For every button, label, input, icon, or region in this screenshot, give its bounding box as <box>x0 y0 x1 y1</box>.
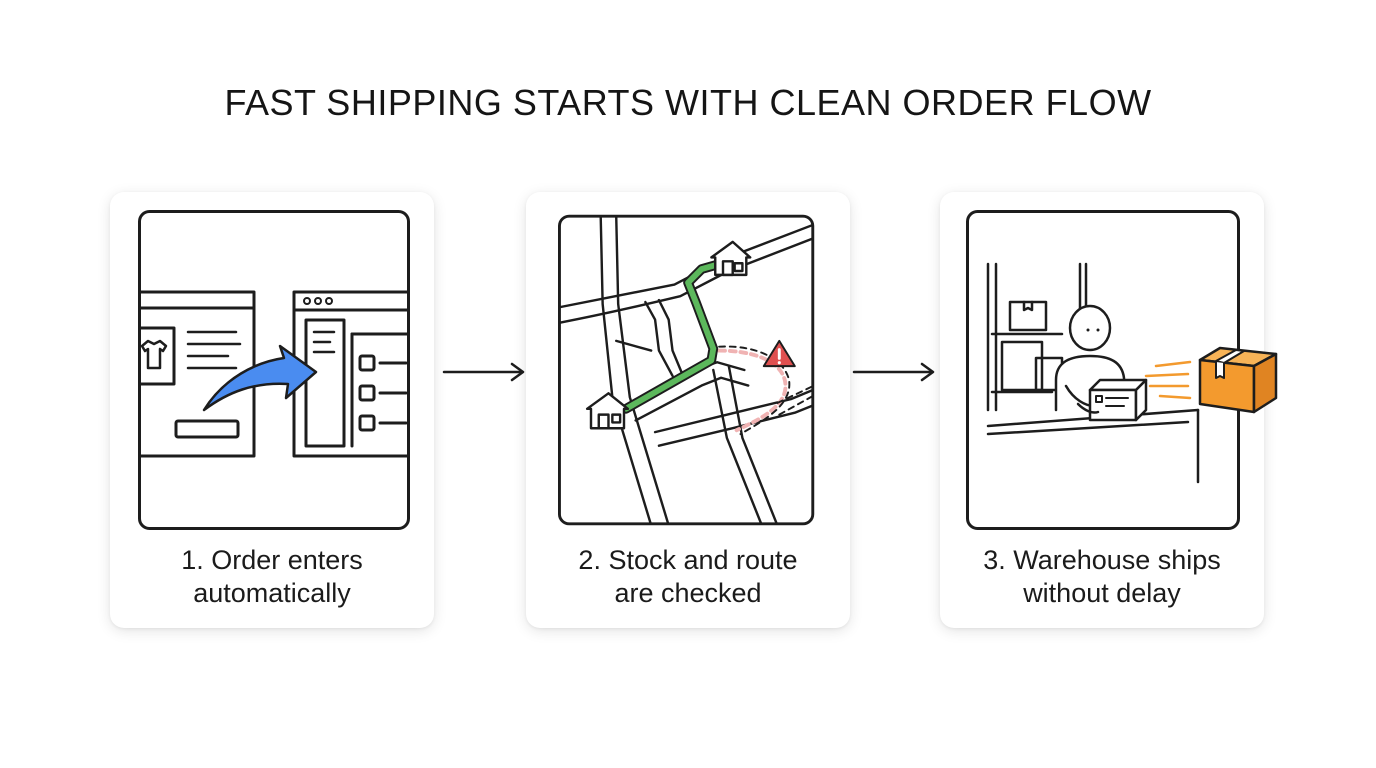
step-card-1: 1. Order enters automatically <box>110 192 434 628</box>
step-caption-line: without delay <box>1023 578 1181 608</box>
order-form-icon <box>139 290 256 458</box>
page-title: FAST SHIPPING STARTS WITH CLEAN ORDER FL… <box>224 82 1152 123</box>
step-caption-line: 1. Order enters <box>181 545 363 575</box>
arrow-icon <box>202 344 318 412</box>
step-caption-line: 2. Stock and route <box>578 545 798 575</box>
package-icon <box>1076 378 1148 422</box>
flow-arrow-icon <box>442 362 525 382</box>
step-caption-line: automatically <box>193 578 351 608</box>
step-caption-line: are checked <box>614 578 762 608</box>
step-caption-1: 1. Order enters automatically <box>110 544 434 610</box>
house-icon <box>585 392 630 430</box>
flow-arrow-icon <box>852 362 935 382</box>
step-card-2: 2. Stock and route are checked <box>526 192 850 628</box>
warehouse-illustration <box>966 210 1240 530</box>
step-card-3: 3. Warehouse ships without delay <box>940 192 1278 628</box>
shirt-icon <box>140 339 168 370</box>
warning-icon <box>762 339 796 368</box>
order-entry-illustration <box>138 210 410 530</box>
checklist-icon <box>358 354 408 432</box>
step-caption-3: 3. Warehouse ships without delay <box>940 544 1264 610</box>
package-icon <box>1144 346 1278 414</box>
worker-icon <box>1054 304 1126 412</box>
map-icon <box>558 214 815 526</box>
alternate-route-icon <box>717 348 788 433</box>
step-caption-2: 2. Stock and route are checked <box>526 544 850 610</box>
house-icon <box>710 240 752 277</box>
step-caption-line: 3. Warehouse ships <box>983 545 1221 575</box>
speed-lines-icon <box>1144 360 1192 400</box>
shelf-icon <box>986 262 1088 412</box>
